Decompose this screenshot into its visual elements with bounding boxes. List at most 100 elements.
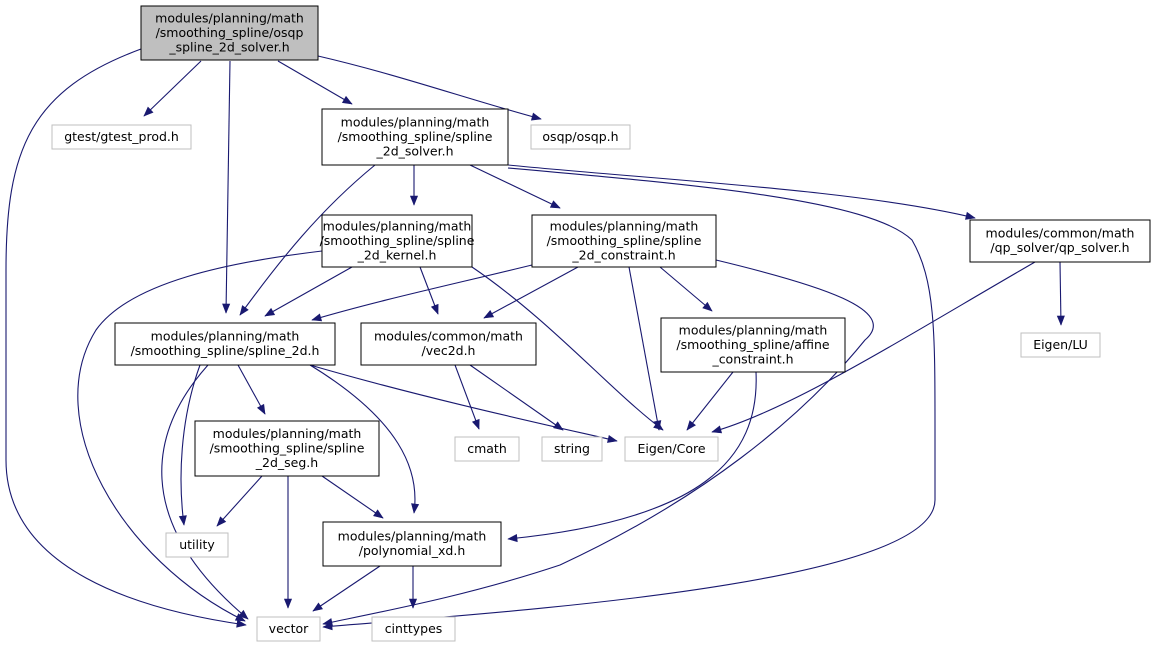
arrowhead-icon xyxy=(653,420,662,431)
edge-line xyxy=(239,164,376,316)
edge-line xyxy=(469,164,561,209)
node-label-line: /qp_solver/qp_solver.h xyxy=(990,240,1129,255)
edge-spline2d-to-eigencore xyxy=(309,364,618,443)
edge-spline2d-to-vector xyxy=(161,364,249,620)
edge-line xyxy=(264,266,353,317)
edge-qp-to-eigencore xyxy=(711,261,1036,434)
node-kernel[interactable]: modules/planning/math/smoothing_spline/s… xyxy=(320,214,475,268)
node-label-line: /smoothing_spline/osqp xyxy=(156,25,304,40)
edge-line xyxy=(161,364,249,620)
arrowhead-icon xyxy=(702,301,713,312)
arrowhead-icon xyxy=(239,305,249,316)
node-label-line: _2d_solver.h xyxy=(376,143,454,158)
arrowhead-icon xyxy=(143,106,154,117)
arrowhead-icon xyxy=(283,598,293,609)
edge-root-to-spline2d xyxy=(222,60,231,314)
arrowhead-icon xyxy=(373,509,384,519)
edge-seg-to-vector xyxy=(283,476,293,609)
node-box xyxy=(530,124,631,150)
node-label-line: modules/common/math xyxy=(374,329,523,344)
edge-constraint-to-vec2d xyxy=(483,266,579,319)
edge-kernel-to-vec2d xyxy=(419,266,439,315)
arrowhead-icon xyxy=(322,618,333,627)
arrowhead-icon xyxy=(178,515,187,526)
edge-line xyxy=(321,475,384,519)
edge-affine-to-eigencore xyxy=(686,371,734,431)
edge-line xyxy=(469,364,564,431)
node-label-line: modules/planning/math xyxy=(341,114,490,129)
edge-solver-to-kernel xyxy=(409,165,419,206)
edge-line xyxy=(507,164,976,219)
edge-vec2d-to-cmath xyxy=(454,364,480,430)
node-label-line: /smoothing_spline/spline_2d.h xyxy=(131,343,320,358)
arrowhead-icon xyxy=(686,420,696,431)
arrowhead-icon xyxy=(311,313,323,322)
edge-line xyxy=(659,266,713,312)
node-solver[interactable]: modules/planning/math/smoothing_spline/s… xyxy=(321,108,509,166)
edge-solver-to-qp xyxy=(507,164,976,220)
node-label-line: /smoothing_spline/spline xyxy=(547,233,702,248)
arrowhead-icon xyxy=(483,310,495,319)
edge-root-to-gtest xyxy=(143,60,202,117)
arrowhead-icon xyxy=(549,200,561,209)
arrowhead-icon xyxy=(430,303,439,315)
edge-line xyxy=(1059,261,1062,326)
edge-root-to-osqp xyxy=(317,55,542,121)
edge-line xyxy=(483,266,579,319)
edge-line xyxy=(77,250,323,622)
node-string: string xyxy=(541,436,603,462)
node-box xyxy=(624,436,719,462)
node-root[interactable]: modules/planning/math/smoothing_spline/o… xyxy=(140,5,319,61)
node-label-line: Eigen/LU xyxy=(1033,337,1088,352)
node-eigencore: Eigen/Core xyxy=(624,436,719,462)
node-label-line: string xyxy=(554,441,590,456)
node-qp[interactable]: modules/common/math/qp_solver/qp_solver.… xyxy=(969,219,1151,263)
edge-constraint-to-vector xyxy=(322,259,874,627)
arrowhead-icon xyxy=(553,421,564,431)
arrowhead-icon xyxy=(341,95,353,105)
node-affine[interactable]: modules/planning/math/smoothing_spline/a… xyxy=(660,317,846,373)
arrowhead-icon xyxy=(607,434,618,443)
edge-constraint-to-affine xyxy=(659,266,713,312)
edge-seg-to-utility xyxy=(216,475,263,527)
edge-root-to-solver xyxy=(277,60,353,105)
edge-spline2d-to-utility xyxy=(178,364,201,526)
edge-kernel-to-spline2d xyxy=(264,266,353,317)
arrowhead-icon xyxy=(409,195,419,206)
arrowhead-icon xyxy=(256,403,266,415)
node-vec2d[interactable]: modules/common/math/vec2d.h xyxy=(360,322,537,366)
node-box xyxy=(1020,332,1101,358)
node-box xyxy=(322,521,502,567)
edge-line xyxy=(322,259,874,625)
arrowhead-icon xyxy=(411,503,420,514)
node-label-line: modules/planning/math xyxy=(155,10,304,25)
edge-poly-to-vector xyxy=(312,565,381,612)
node-label-line: cmath xyxy=(467,441,507,456)
edge-solver-to-constraint xyxy=(469,164,561,209)
arrowhead-icon xyxy=(408,598,418,609)
arrowhead-icon xyxy=(471,418,480,430)
node-label-line: /smoothing_spline/affine xyxy=(676,337,829,352)
node-label-line: _2d_seg.h xyxy=(255,455,318,470)
node-seg[interactable]: modules/planning/math/smoothing_spline/s… xyxy=(194,420,380,477)
node-box xyxy=(321,108,509,166)
edge-line xyxy=(5,48,247,626)
edge-spline2d-to-poly xyxy=(309,364,420,514)
node-label-line: modules/planning/math xyxy=(323,218,472,233)
node-box xyxy=(165,532,229,558)
node-label-line: /smoothing_spline/spline xyxy=(320,233,475,248)
edge-line xyxy=(225,60,231,314)
node-poly[interactable]: modules/planning/math/polynomial_xd.h xyxy=(322,521,502,567)
arrowhead-icon xyxy=(236,619,247,628)
node-spline2d[interactable]: modules/planning/math/smoothing_spline/s… xyxy=(114,322,336,366)
edge-constraint-to-eigencore xyxy=(628,266,662,431)
node-constraint[interactable]: modules/planning/math/smoothing_spline/s… xyxy=(531,214,717,268)
node-label-line: utility xyxy=(179,537,215,552)
arrowhead-icon xyxy=(238,609,249,620)
arrowhead-icon xyxy=(965,211,976,220)
edge-line xyxy=(312,565,381,612)
node-label-line: _spline_2d_solver.h xyxy=(168,39,289,54)
edge-line xyxy=(311,264,533,321)
node-label-line: modules/common/math xyxy=(986,226,1135,241)
